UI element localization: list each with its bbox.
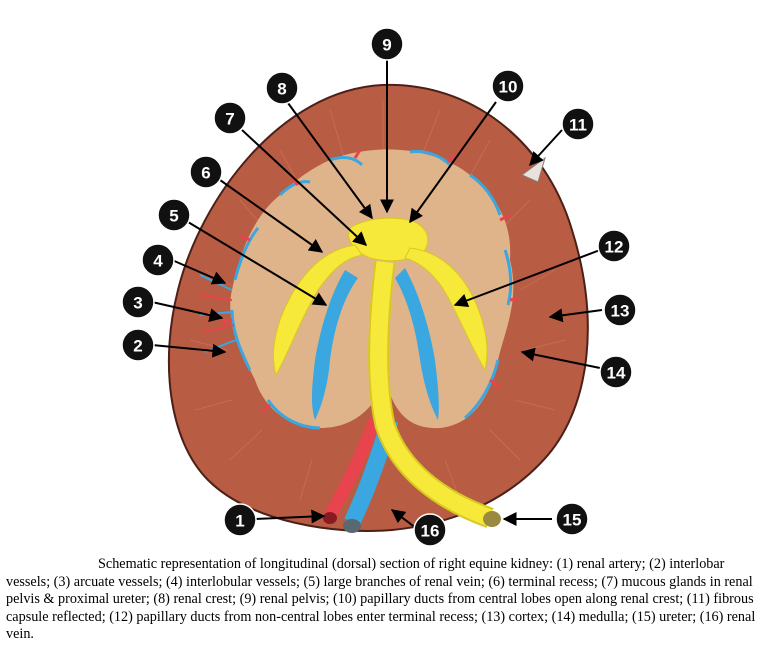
label-circle — [121, 328, 155, 362]
label-marker-12: 12 — [597, 229, 631, 263]
label-number: 9 — [382, 36, 391, 55]
label-number: 7 — [225, 110, 234, 129]
label-circle — [370, 27, 404, 61]
label-number: 5 — [169, 207, 178, 226]
label-number: 6 — [201, 164, 210, 183]
label-number: 8 — [277, 80, 286, 99]
label-marker-1: 1 — [223, 503, 257, 537]
label-marker-4: 4 — [141, 243, 175, 277]
label-circle — [157, 198, 191, 232]
renal-vein-branches — [311, 268, 439, 420]
label-number: 4 — [153, 252, 163, 271]
label-marker-3: 3 — [121, 285, 155, 319]
label-number: 3 — [133, 294, 142, 313]
label-circle — [491, 69, 525, 103]
label-circle — [561, 107, 595, 141]
label-circle — [599, 355, 633, 389]
label-marker-13: 13 — [603, 293, 637, 327]
label-marker-16: 16 — [413, 513, 447, 547]
label-marker-6: 6 — [189, 155, 223, 189]
label-marker-2: 2 — [121, 328, 155, 362]
label-number: 2 — [133, 337, 142, 356]
label-marker-15: 15 — [555, 502, 589, 536]
label-number: 1 — [235, 512, 244, 531]
label-marker-9: 9 — [370, 27, 404, 61]
label-circle — [413, 513, 447, 547]
renal-pelvis — [272, 217, 488, 377]
label-number: 10 — [499, 78, 518, 97]
label-marker-14: 14 — [599, 355, 633, 389]
arcuate-vessels — [221, 149, 521, 430]
label-number: 16 — [421, 522, 440, 541]
label-number: 12 — [605, 238, 624, 257]
label-circle — [121, 285, 155, 319]
label-number: 15 — [563, 511, 582, 530]
label-number: 13 — [611, 302, 630, 321]
label-circle — [265, 71, 299, 105]
label-circle — [603, 293, 637, 327]
label-marker-10: 10 — [491, 69, 525, 103]
label-circle — [223, 503, 257, 537]
label-marker-11: 11 — [561, 107, 595, 141]
label-circle — [141, 243, 175, 277]
label-number: 11 — [569, 116, 587, 135]
label-marker-5: 5 — [157, 198, 191, 232]
label-circle — [597, 229, 631, 263]
figure-caption: Schematic representation of longitudinal… — [6, 556, 756, 643]
label-circle — [189, 155, 223, 189]
label-circle — [555, 502, 589, 536]
label-marker-7: 7 — [213, 101, 247, 135]
renal-artery — [324, 417, 382, 519]
leader-lines — [151, 60, 603, 529]
label-number: 14 — [607, 364, 626, 383]
label-marker-8: 8 — [265, 71, 299, 105]
label-circle — [213, 101, 247, 135]
